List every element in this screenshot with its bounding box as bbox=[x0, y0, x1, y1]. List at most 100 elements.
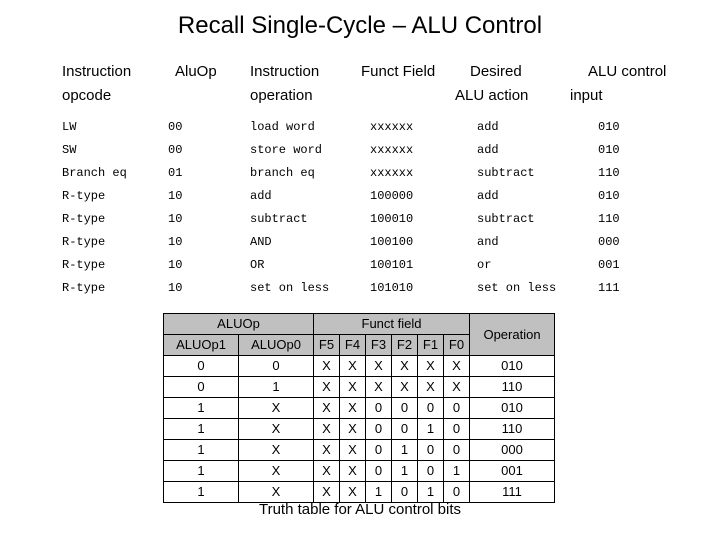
instruction-cell-action: subtract bbox=[477, 166, 535, 180]
truth-cell-f4: X bbox=[339, 481, 366, 503]
group-header-aluop: ALUOp bbox=[163, 313, 314, 335]
truth-cell-aluop1: 1 bbox=[163, 397, 239, 419]
column-header-line2-5: input bbox=[570, 87, 603, 104]
truth-cell-operation: 111 bbox=[469, 481, 555, 503]
instruction-cell-control: 000 bbox=[598, 235, 620, 249]
truth-cell-f2: X bbox=[391, 355, 418, 377]
instruction-cell-opcode: LW bbox=[62, 120, 77, 134]
instruction-cell-opcode: R-type bbox=[62, 258, 106, 272]
truth-cell-f5: X bbox=[313, 376, 340, 398]
instruction-cell-operation: set on less bbox=[250, 281, 330, 295]
truth-cell-f2: 0 bbox=[391, 418, 418, 440]
truth-cell-f0: X bbox=[443, 355, 470, 377]
column-header-line1-1: AluOp bbox=[175, 63, 217, 80]
instruction-cell-funct: xxxxxx bbox=[370, 120, 414, 134]
instruction-cell-funct: 100101 bbox=[370, 258, 414, 272]
instruction-cell-action: add bbox=[477, 143, 499, 157]
instruction-cell-opcode: R-type bbox=[62, 235, 106, 249]
truth-cell-f0: 0 bbox=[443, 418, 470, 440]
instruction-cell-funct: xxxxxx bbox=[370, 143, 414, 157]
truth-cell-f3: 1 bbox=[365, 481, 392, 503]
truth-cell-f0: 1 bbox=[443, 460, 470, 482]
truth-cell-f0: 0 bbox=[443, 481, 470, 503]
truth-cell-aluop1: 1 bbox=[163, 460, 239, 482]
instruction-cell-action: set on less bbox=[477, 281, 557, 295]
page-title: Recall Single-Cycle – ALU Control bbox=[177, 12, 543, 39]
alu-control-truth-table: ALUOp Funct field Operation ALUOp1 ALUOp… bbox=[163, 313, 555, 503]
sub-header-f0: F0 bbox=[443, 334, 470, 356]
truth-cell-f5: X bbox=[313, 355, 340, 377]
truth-cell-f4: X bbox=[339, 418, 366, 440]
truth-cell-aluop0: 1 bbox=[238, 376, 314, 398]
instruction-cell-aluop: 00 bbox=[168, 143, 183, 157]
instruction-cell-control: 110 bbox=[598, 166, 620, 180]
truth-cell-f0: X bbox=[443, 376, 470, 398]
truth-cell-f1: X bbox=[417, 376, 444, 398]
instruction-cell-aluop: 10 bbox=[168, 189, 183, 203]
instruction-cell-control: 111 bbox=[598, 281, 620, 295]
sub-header-aluop0: ALUOp0 bbox=[238, 334, 314, 356]
truth-cell-f4: X bbox=[339, 397, 366, 419]
truth-cell-f0: 0 bbox=[443, 397, 470, 419]
column-header-line1-5: ALU control bbox=[588, 63, 667, 80]
truth-cell-f3: 0 bbox=[365, 418, 392, 440]
column-header-line1-0: Instruction bbox=[62, 63, 132, 80]
truth-table-container: ALUOp Funct field Operation ALUOp1 ALUOp… bbox=[163, 313, 555, 503]
instruction-cell-funct: xxxxxx bbox=[370, 166, 414, 180]
instruction-cell-opcode: R-type bbox=[62, 281, 106, 295]
sub-header-aluop1: ALUOp1 bbox=[163, 334, 239, 356]
truth-cell-f3: X bbox=[365, 355, 392, 377]
truth-cell-aluop0: X bbox=[238, 439, 314, 461]
sub-header-f4: F4 bbox=[339, 334, 366, 356]
column-header-line2-0: opcode bbox=[62, 87, 112, 104]
truth-cell-aluop1: 1 bbox=[163, 418, 239, 440]
truth-cell-f3: 0 bbox=[365, 397, 392, 419]
truth-cell-f3: 0 bbox=[365, 460, 392, 482]
instruction-cell-opcode: R-type bbox=[62, 189, 106, 203]
truth-cell-f5: X bbox=[313, 439, 340, 461]
instruction-cell-opcode: SW bbox=[62, 143, 77, 157]
truth-cell-operation: 000 bbox=[469, 439, 555, 461]
truth-cell-aluop1: 0 bbox=[163, 376, 239, 398]
truth-cell-f1: 0 bbox=[417, 439, 444, 461]
instruction-cell-operation: OR bbox=[250, 258, 265, 272]
instruction-cell-control: 010 bbox=[598, 189, 620, 203]
truth-cell-aluop0: X bbox=[238, 460, 314, 482]
truth-cell-operation: 001 bbox=[469, 460, 555, 482]
instruction-cell-operation: AND bbox=[250, 235, 272, 249]
truth-cell-operation: 110 bbox=[469, 376, 555, 398]
truth-cell-f5: X bbox=[313, 481, 340, 503]
column-header-line1-4: Desired bbox=[470, 63, 522, 80]
truth-cell-f2: 0 bbox=[391, 481, 418, 503]
column-header-line1-3: Funct Field bbox=[361, 63, 436, 80]
truth-cell-f4: X bbox=[339, 355, 366, 377]
instruction-cell-funct: 101010 bbox=[370, 281, 414, 295]
instruction-cell-action: add bbox=[477, 189, 499, 203]
instruction-cell-action: and bbox=[477, 235, 499, 249]
truth-cell-f2: X bbox=[391, 376, 418, 398]
truth-cell-operation: 110 bbox=[469, 418, 555, 440]
instruction-cell-aluop: 01 bbox=[168, 166, 183, 180]
instruction-cell-opcode: Branch eq bbox=[62, 166, 127, 180]
column-header-line2-2: operation bbox=[250, 87, 313, 104]
truth-cell-aluop0: X bbox=[238, 481, 314, 503]
truth-cell-f3: 0 bbox=[365, 439, 392, 461]
truth-cell-f2: 1 bbox=[391, 439, 418, 461]
truth-cell-aluop1: 0 bbox=[163, 355, 239, 377]
truth-cell-f2: 1 bbox=[391, 460, 418, 482]
instruction-cell-operation: add bbox=[250, 189, 272, 203]
truth-cell-aluop1: 1 bbox=[163, 481, 239, 503]
truth-cell-aluop0: X bbox=[238, 418, 314, 440]
truth-cell-aluop0: 0 bbox=[238, 355, 314, 377]
instruction-cell-aluop: 10 bbox=[168, 212, 183, 226]
